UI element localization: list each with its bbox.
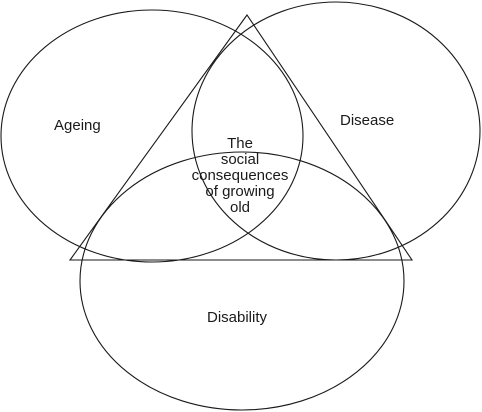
disease-label: Disease — [340, 112, 395, 129]
center-label-line: consequences — [191, 167, 289, 184]
center-label-line: of growing — [205, 183, 275, 200]
center-label-line: The — [227, 135, 253, 152]
disability-label: Disability — [207, 309, 268, 326]
center-label-line: social — [220, 151, 260, 168]
disease-circle — [191, 1, 481, 261]
center-label: The social consequences of growing old — [175, 136, 305, 216]
disability-circle — [79, 151, 405, 411]
ageing-circle — [0, 9, 304, 263]
triangle — [68, 14, 414, 261]
center-label-line: old — [229, 199, 251, 216]
ageing-label: Ageing — [54, 117, 101, 134]
